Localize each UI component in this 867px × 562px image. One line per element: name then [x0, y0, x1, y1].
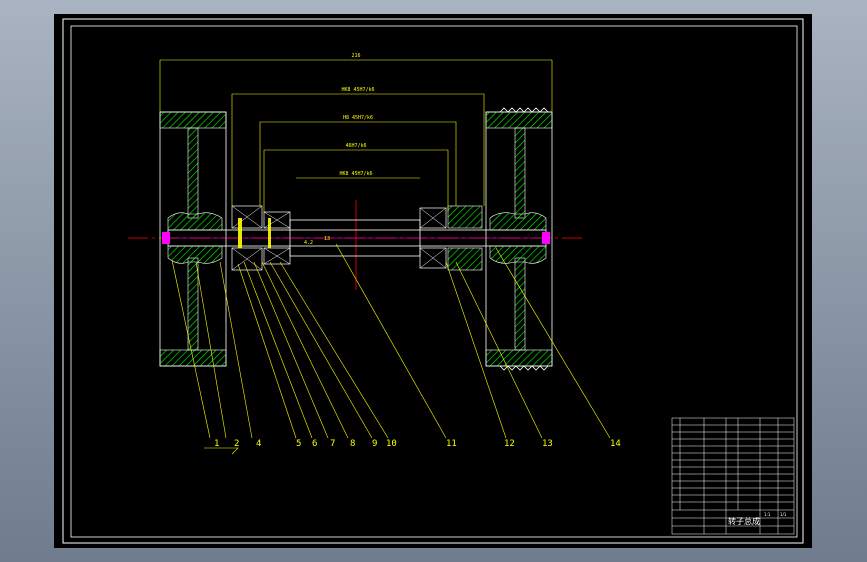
title-block	[671, 417, 795, 535]
dim-d3: 46H7/k6	[345, 143, 366, 149]
part-number: 8	[350, 439, 355, 449]
part-number: 2	[234, 439, 239, 449]
title-block-sheet: 1/1	[780, 512, 787, 517]
title-block-title: 转子总成	[728, 516, 760, 526]
left-pulley	[159, 111, 227, 367]
dim-overall: 216	[351, 53, 360, 59]
part-number: 12	[504, 439, 515, 449]
bearing-right	[419, 205, 483, 271]
part-number: 4	[256, 439, 261, 449]
outer-border	[62, 18, 804, 544]
inner-border	[70, 25, 798, 538]
dimension-lines	[159, 59, 553, 212]
dim-inner-note: 13	[324, 236, 330, 242]
part-number: 11	[446, 439, 457, 449]
bearing-left	[231, 205, 291, 271]
part-number: 7	[330, 439, 335, 449]
dim-shaft-note: 4.2	[304, 240, 313, 246]
dim-d4: HK8 45H7/k6	[339, 171, 372, 177]
part-numbers: 1 2 4 5 6 7 8 9 10 11 12 13 14	[214, 439, 621, 449]
part-number: 14	[610, 439, 621, 449]
part-number: 6	[312, 439, 317, 449]
dim-d1: HK8 45H7/k6	[341, 87, 374, 93]
part-number: 5	[296, 439, 301, 449]
right-pulley	[485, 107, 553, 371]
part-number: 13	[542, 439, 553, 449]
shaft	[162, 219, 550, 257]
part-number: 10	[386, 439, 397, 449]
drawing-sheet	[54, 14, 812, 548]
part-number: 9	[372, 439, 377, 449]
part-number: 1	[214, 439, 219, 449]
title-block-scale: 1:1	[764, 512, 771, 517]
dim-d2: H8 45H7/k6	[343, 115, 373, 121]
leader-lines	[171, 243, 611, 455]
